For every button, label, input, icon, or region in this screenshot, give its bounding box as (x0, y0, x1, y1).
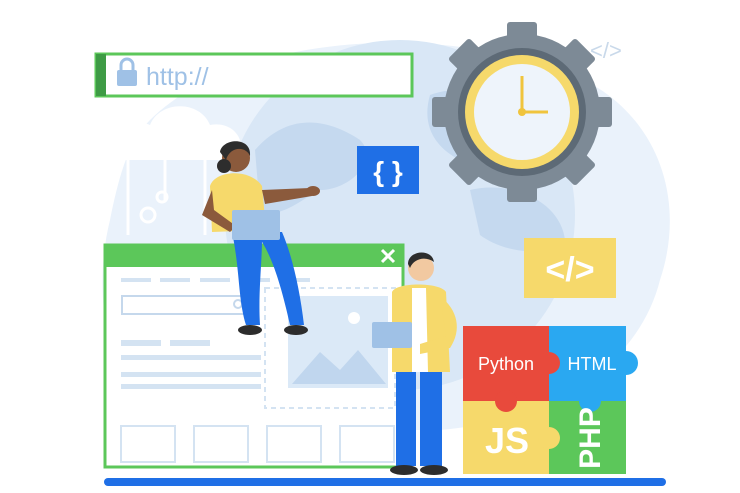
search-input[interactable] (121, 295, 251, 315)
laptop-icon (232, 210, 280, 240)
url-text: http:// (146, 63, 209, 91)
ground-line (104, 478, 666, 486)
cloud-icon (108, 106, 241, 235)
code-tag-tile-text: </> (545, 251, 594, 289)
puzzle-python-label: Python (478, 354, 534, 374)
lock-icon (117, 57, 137, 86)
puzzle-piece-js: JS (463, 390, 549, 474)
puzzle-php-label: PHP (574, 407, 607, 469)
close-icon[interactable] (380, 248, 396, 264)
code-tag-icon: </> (590, 38, 622, 63)
code-tag-tile: </> (524, 238, 616, 298)
gear-clock (432, 22, 612, 202)
braces-text: { } (373, 156, 403, 187)
puzzle-html-label: HTML (568, 354, 617, 374)
braces-tile: { } (357, 146, 419, 194)
puzzle: Python HTML JS PHP (463, 326, 638, 474)
man-with-laptop (372, 252, 457, 475)
puzzle-js-label: JS (485, 420, 529, 461)
laptop-icon (372, 322, 412, 348)
puzzle-piece-php: PHP (538, 390, 626, 474)
image-icon (288, 296, 388, 388)
thumbnail-row (120, 425, 395, 463)
puzzle-piece-html: HTML (538, 326, 638, 401)
small-gear-icon (139, 190, 169, 224)
url-bar[interactable]: http:// (94, 52, 414, 98)
woman-with-laptop (202, 141, 320, 335)
